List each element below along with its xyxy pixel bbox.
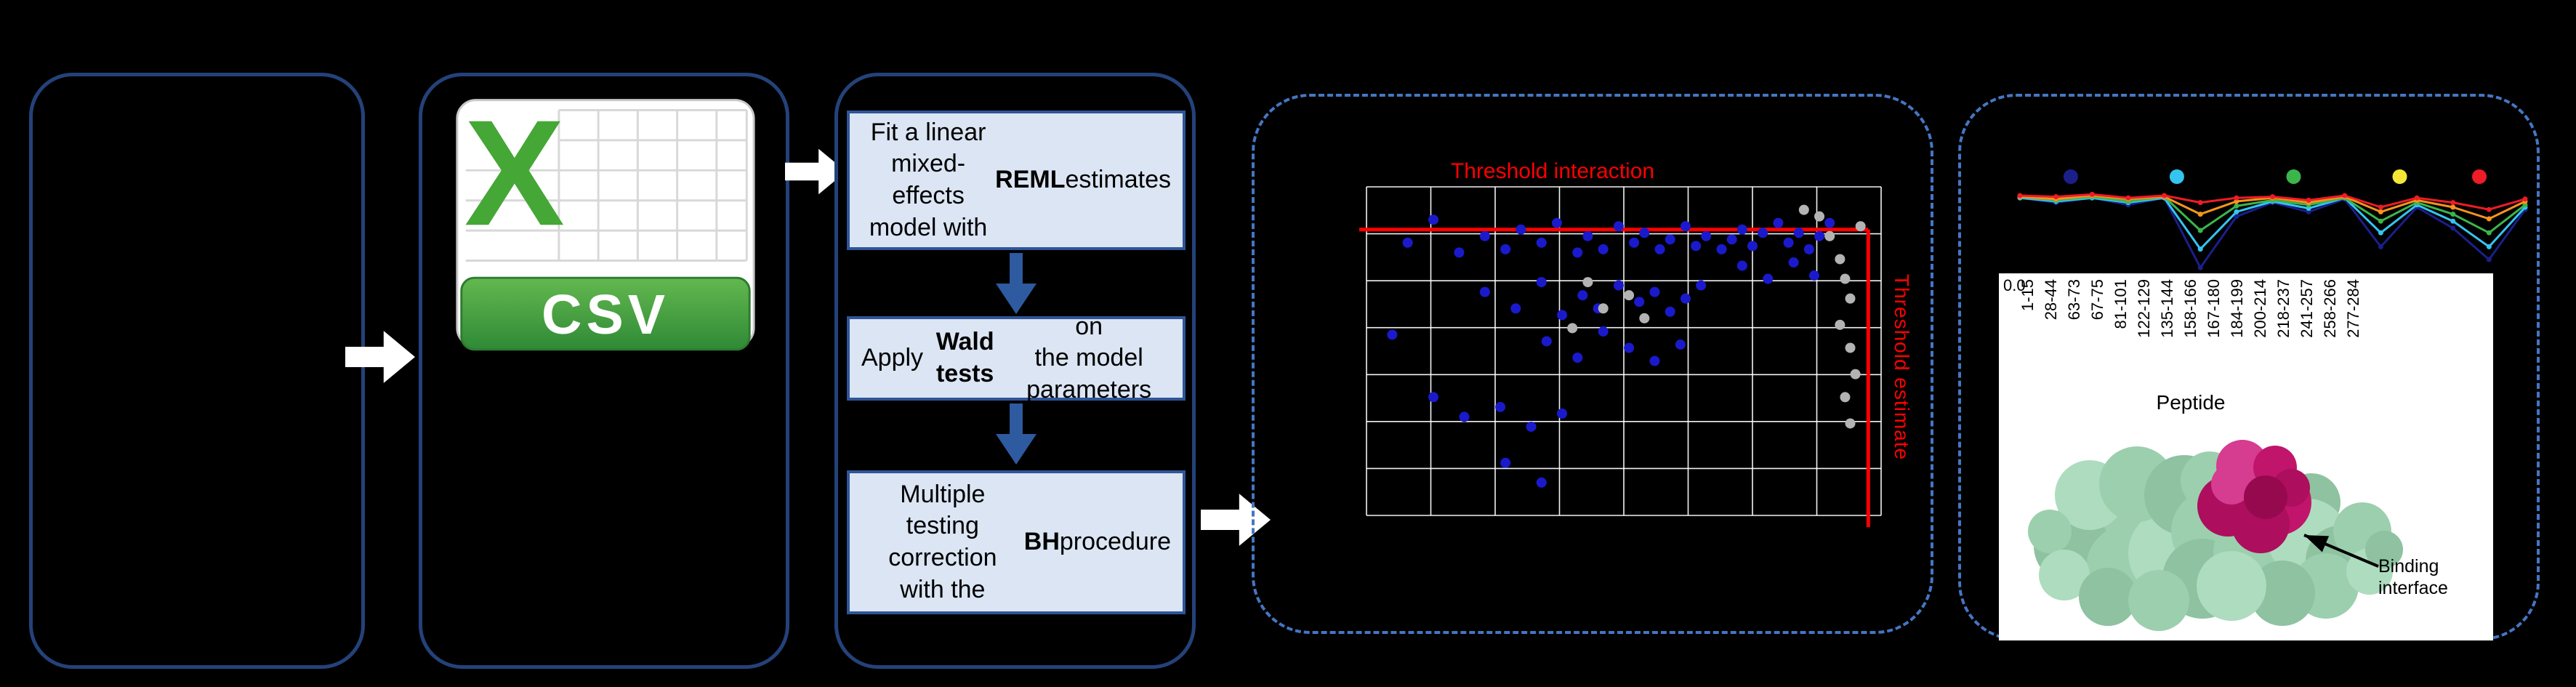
- peptide-tick-label: 81-101: [2112, 279, 2130, 329]
- excel-x-letter: X: [464, 95, 565, 257]
- csv-banner-text: CSV: [542, 284, 669, 346]
- peptide-tick-label: 122-129: [2135, 279, 2153, 338]
- peptide-tick-label: 28-44: [2042, 279, 2060, 321]
- peptide-tick-label: 63-73: [2065, 279, 2083, 321]
- peptide-tick-label: 167-180: [2205, 279, 2223, 338]
- results-volcano-panel: Threshold interaction Threshold estimate: [1252, 94, 1933, 634]
- volcano-plot: [1359, 186, 1882, 527]
- peptide-tick-label: 277-284: [2344, 279, 2362, 338]
- step-multiple-testing: Multiple testing correction with the BH …: [847, 470, 1186, 614]
- binding-interface-arrow: [2303, 534, 2379, 568]
- volcano-title: Threshold interaction: [1450, 159, 1655, 183]
- step-arrow-1: [996, 253, 1037, 314]
- step-fit-model: Fit a linear mixed- effects model with R…: [847, 111, 1186, 250]
- results-peptide-panel: 0.0 1-15 28-44 63-73 67-75 81-101 122-129 135-…: [1958, 94, 2540, 640]
- binding-interface-label: Binding interface: [2378, 556, 2448, 598]
- volcano-side-label: Threshold estimate: [1891, 274, 1913, 461]
- peptide-tick-labels: 1-15 28-44 63-73 67-75 81-101 122-129 135-144 1…: [2016, 279, 2365, 388]
- peptide-tick-label: 184-199: [2228, 279, 2246, 338]
- csv-banner: [460, 276, 751, 351]
- model-steps-box: Fit a linear mixed- effects model with R…: [834, 73, 1196, 669]
- step-wald-tests: Apply Wald tests on the model parameters: [847, 313, 1186, 403]
- peptide-tick-label: 67-75: [2088, 279, 2106, 321]
- peptide-axis-panel: 0.0 1-15 28-44 63-73 67-75 81-101 122-129 135-…: [1999, 273, 2493, 640]
- peptide-tick-label: 241-257: [2298, 279, 2316, 338]
- uptake-line-chart: [2017, 169, 2528, 270]
- peptide-tick-label: 200-214: [2251, 279, 2269, 338]
- csv-file-box: X CSV: [419, 73, 789, 669]
- spreadsheet-grid: [465, 108, 748, 262]
- peptide-tick-label: 1-15: [2018, 279, 2037, 312]
- csv-file-icon: X CSV: [456, 95, 755, 351]
- input-data-box: [29, 73, 365, 669]
- y-axis-tick: 0.0: [2003, 276, 2026, 294]
- peptide-tick-label: 135-144: [2158, 279, 2176, 338]
- peptide-tick-label: 158-166: [2181, 279, 2199, 338]
- step-arrow-2: [996, 403, 1037, 465]
- peptide-axis-title: Peptide: [2156, 391, 2226, 414]
- binding-interface-magenta: [2197, 440, 2311, 553]
- peptide-tick-label: 258-266: [2321, 279, 2339, 338]
- peptide-tick-label: 218-237: [2274, 279, 2293, 338]
- protein-structure-image: [2028, 440, 2403, 631]
